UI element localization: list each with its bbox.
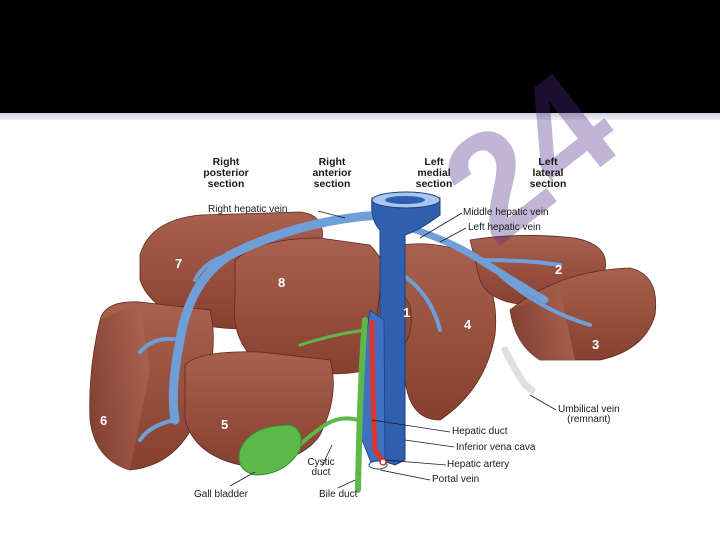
liver-anatomy-diagram <box>89 191 657 493</box>
segment-number-3: 3 <box>592 337 600 352</box>
segment-number-5: 5 <box>221 417 229 432</box>
label-middle-hepatic-vein: Middle hepatic vein <box>463 207 549 218</box>
title-bar <box>0 0 720 113</box>
label-hepatic-artery: Hepatic artery <box>447 459 510 470</box>
hepatic-artery <box>369 319 385 462</box>
label-umbilical-vein: Umbilical vein (remnant) <box>558 404 620 425</box>
segment-number-8: 8 <box>278 275 286 290</box>
label-right-hepatic-vein: Right hepatic vein <box>208 204 288 215</box>
label-cystic-duct: Cystic duct <box>307 457 335 478</box>
segment-6-cut-face <box>89 302 150 470</box>
label-portal-vein: Portal vein <box>432 474 480 485</box>
watermark-text: 24 <box>412 39 647 270</box>
header-left-lateral: Left lateral section <box>529 156 567 190</box>
label-hepatic-duct: Hepatic duct <box>452 426 508 437</box>
label-inferior-vena-cava: Inferior vena cava <box>456 442 536 453</box>
label-gall-bladder: Gall bladder <box>194 489 248 500</box>
gall-bladder <box>238 424 302 476</box>
segment-number-7: 7 <box>175 256 183 271</box>
umbilical-vein-remnant <box>501 346 536 394</box>
header-right-anterior: Right anterior section <box>312 156 352 190</box>
segment-number-1: 1 <box>403 305 411 320</box>
header-right-posterior: Right posterior section <box>203 156 249 190</box>
inferior-vena-cava <box>371 197 441 466</box>
segment-number-2: 2 <box>555 262 563 277</box>
label-left-hepatic-vein: Left hepatic vein <box>468 222 541 233</box>
leader-lines <box>229 210 557 489</box>
header-left-medial: Left medial section <box>415 156 453 190</box>
title-divider <box>0 113 720 120</box>
segment-number-4: 4 <box>464 317 472 332</box>
segment-3-cut-face <box>510 290 575 360</box>
label-bile-duct: Bile duct <box>319 489 358 500</box>
segment-number-6: 6 <box>100 413 108 428</box>
watermark: 24 <box>412 39 647 270</box>
bile-ducts <box>298 317 368 493</box>
